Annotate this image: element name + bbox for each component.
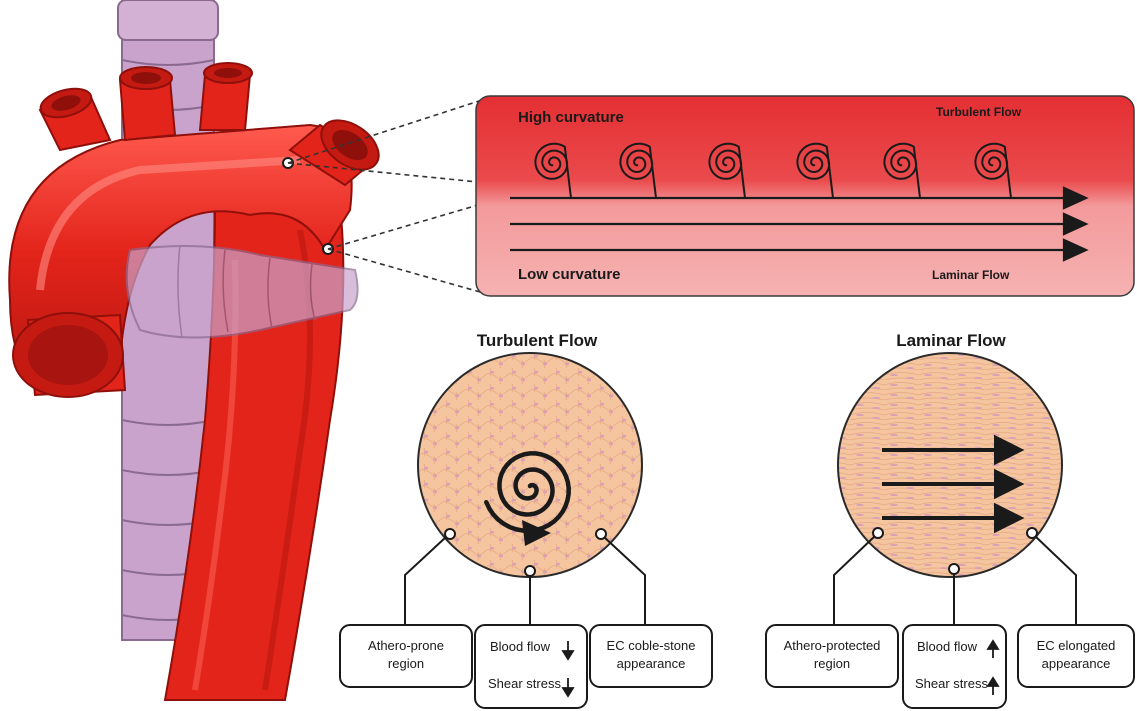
laminar-title: Laminar Flow xyxy=(896,331,1006,350)
laminar-endothelium xyxy=(838,353,1062,577)
ascending-aorta-opening xyxy=(13,313,125,397)
low-curvature-label: Low curvature xyxy=(518,266,621,283)
svg-text:EC coble-stone: EC coble-stone xyxy=(607,638,696,653)
svg-text:Blood flow: Blood flow xyxy=(490,639,551,654)
aorta-illustration xyxy=(9,0,387,700)
svg-text:appearance: appearance xyxy=(617,656,686,671)
svg-text:Shear stress: Shear stress xyxy=(488,676,561,691)
svg-text:Shear stress: Shear stress xyxy=(915,676,988,691)
turbulent-box-athero-prone: Athero-prone region xyxy=(340,625,472,687)
svg-text:appearance: appearance xyxy=(1042,656,1111,671)
svg-text:region: region xyxy=(814,656,850,671)
laminar-box-flow-stress: Blood flow Shear stress xyxy=(903,625,1006,708)
laminar-box-elongated: EC elongated appearance xyxy=(1018,625,1134,687)
panel-flow-arrows xyxy=(510,188,1086,260)
svg-text:region: region xyxy=(388,656,424,671)
turbulent-section: Turbulent Flow Athero-prone region Blood… xyxy=(340,331,712,708)
svg-text:Blood flow: Blood flow xyxy=(917,639,978,654)
turbulent-flow-label: Turbulent Flow xyxy=(936,105,1022,119)
svg-text:Athero-protected: Athero-protected xyxy=(784,638,881,653)
laminar-flow-label: Laminar Flow xyxy=(932,268,1010,282)
turbulent-box-cobblestone: EC coble-stone appearance xyxy=(590,625,712,687)
turbulent-title: Turbulent Flow xyxy=(477,331,598,350)
laminar-box-athero-protected: Athero-protected region xyxy=(766,625,898,687)
turbulent-box-flow-stress: Blood flow Shear stress xyxy=(475,625,587,708)
laminar-section: Laminar Flow Athero-protected region Blo… xyxy=(766,331,1134,708)
svg-text:Athero-prone: Athero-prone xyxy=(368,638,444,653)
laminar-flow-arrows xyxy=(882,438,1020,530)
svg-text:EC elongated: EC elongated xyxy=(1037,638,1116,653)
curvature-flow-panel: High curvature Turbulent Flow Low curvat… xyxy=(476,96,1134,296)
high-curvature-label: High curvature xyxy=(518,109,624,126)
